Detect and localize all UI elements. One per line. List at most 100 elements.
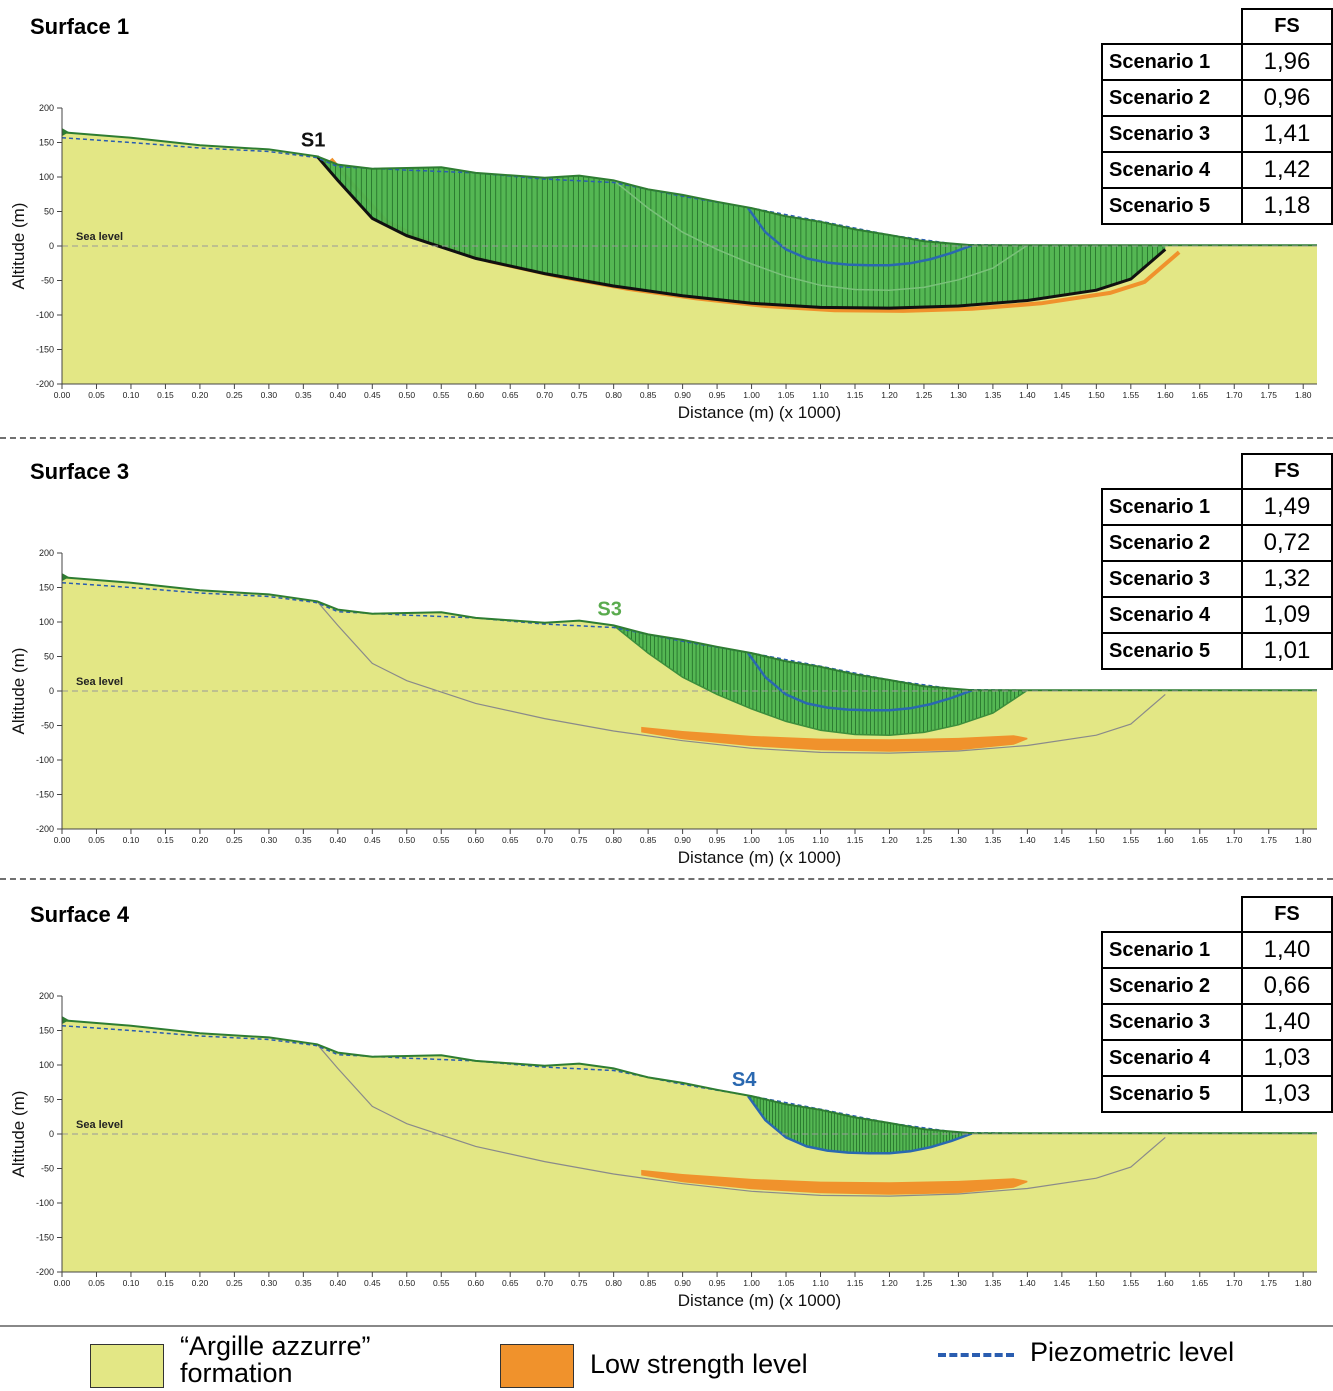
ghost-slip-surface-s1 <box>316 600 1166 754</box>
x-tick-label: 1.75 <box>1260 1278 1277 1288</box>
x-tick-label: 0.45 <box>364 835 381 845</box>
slip-surface-s4 <box>747 1095 973 1155</box>
x-tick-label: 0.95 <box>709 835 726 845</box>
fs-value: 1,49 <box>1241 488 1333 526</box>
x-tick-label: 0.35 <box>295 390 312 400</box>
x-tick-label: 0.50 <box>399 835 416 845</box>
y-tick-label: 50 <box>44 207 54 217</box>
scenario-label: Scenario 4 <box>1101 151 1243 189</box>
x-tick-label: 1.25 <box>916 835 933 845</box>
x-tick-label: 1.50 <box>1088 1278 1105 1288</box>
x-tick-label: 0.65 <box>502 835 519 845</box>
legend-label-line1: “Argille azzurre” <box>180 1331 371 1361</box>
legend: “Argille azzurre” formation Low strength… <box>0 1325 1333 1391</box>
x-tick-label: 0.45 <box>364 390 381 400</box>
scenario-label: Scenario 5 <box>1101 1075 1243 1113</box>
x-tick-label: 1.70 <box>1226 835 1243 845</box>
slip-surface-s1 <box>315 155 1167 310</box>
legend-label-formation: “Argille azzurre” formation <box>180 1333 371 1387</box>
slip-surface-s4 <box>747 207 973 267</box>
y-tick-label: -50 <box>41 721 54 731</box>
x-tick-label: 1.30 <box>950 1278 967 1288</box>
surface-label: S3 <box>597 598 621 620</box>
x-tick-label: 0.35 <box>295 835 312 845</box>
y-tick-label: 150 <box>39 1026 54 1036</box>
x-tick-label: 0.50 <box>399 1278 416 1288</box>
y-tick-label: 200 <box>39 103 54 113</box>
scenario-label: Scenario 3 <box>1101 1003 1243 1041</box>
profile-start-marker <box>62 128 69 137</box>
x-tick-label: 1.15 <box>847 1278 864 1288</box>
x-tick-label: 1.60 <box>1157 390 1174 400</box>
x-tick-label: 0.05 <box>88 835 105 845</box>
x-tick-label: 0.95 <box>709 390 726 400</box>
x-tick-label: 0.70 <box>536 835 553 845</box>
x-tick-label: 0.10 <box>123 835 140 845</box>
panel-title: Surface 1 <box>30 14 130 39</box>
x-tick-label: 0.15 <box>157 835 174 845</box>
x-tick-label: 0.95 <box>709 1278 726 1288</box>
legend-label-line2: formation <box>180 1358 293 1388</box>
x-tick-label: 1.35 <box>985 390 1002 400</box>
x-tick-label: 1.15 <box>847 835 864 845</box>
x-tick-label: 0.15 <box>157 1278 174 1288</box>
profile-start-marker <box>62 1016 69 1025</box>
legend-swatch-formation <box>90 1344 164 1388</box>
y-tick-label: 0 <box>49 241 54 251</box>
scenario-label: Scenario 2 <box>1101 79 1243 117</box>
x-tick-label: 1.10 <box>812 390 829 400</box>
x-tick-label: 1.00 <box>743 1278 760 1288</box>
x-tick-label: 0.90 <box>674 1278 691 1288</box>
x-tick-label: 1.75 <box>1260 390 1277 400</box>
fs-value: 1,40 <box>1241 931 1333 969</box>
x-tick-label: 1.50 <box>1088 835 1105 845</box>
x-tick-label: 0.85 <box>640 390 657 400</box>
fs-value: 1,03 <box>1241 1039 1333 1077</box>
y-axis-title: Altitude (m) <box>9 1091 28 1178</box>
x-tick-label: 0.75 <box>571 390 588 400</box>
x-tick-label: 1.00 <box>743 835 760 845</box>
panel-title: Surface 3 <box>30 459 130 484</box>
slip-surface-s3 <box>613 624 1028 736</box>
y-tick-label: -150 <box>36 790 54 800</box>
fs-header: FS <box>1241 8 1333 45</box>
slide-mass-fill <box>748 1095 973 1154</box>
x-axis-title: Distance (m) (x 1000) <box>678 1291 841 1310</box>
x-tick-label: 1.25 <box>916 1278 933 1288</box>
fs-value: 0,66 <box>1241 967 1333 1005</box>
x-tick-label: 0.45 <box>364 1278 381 1288</box>
y-tick-label: 200 <box>39 548 54 558</box>
x-tick-label: 0.40 <box>330 1278 347 1288</box>
x-tick-label: 0.30 <box>261 835 278 845</box>
x-tick-label: 1.70 <box>1226 390 1243 400</box>
x-tick-label: 1.40 <box>1019 390 1036 400</box>
x-tick-label: 1.65 <box>1192 1278 1209 1288</box>
slip-surface-s4 <box>747 652 973 712</box>
y-tick-label: 100 <box>39 1060 54 1070</box>
plot-surface-1: Sea level200150100500-50-100-150-2000.00… <box>9 103 1317 422</box>
x-tick-label: 0.65 <box>502 390 519 400</box>
y-tick-label: 0 <box>49 1129 54 1139</box>
formation-area <box>62 577 1317 829</box>
fs-value: 1,03 <box>1241 1075 1333 1113</box>
low-strength-level <box>641 726 1028 752</box>
legend-label-low-strength: Low strength level <box>590 1349 808 1379</box>
y-tick-label: -100 <box>36 755 54 765</box>
x-tick-label: 1.00 <box>743 390 760 400</box>
ghost-slip-surface-s1 <box>316 1043 1166 1197</box>
x-tick-label: 0.75 <box>571 835 588 845</box>
fs-value: 1,42 <box>1241 151 1333 189</box>
x-tick-label: 0.25 <box>226 1278 243 1288</box>
x-tick-label: 0.40 <box>330 390 347 400</box>
